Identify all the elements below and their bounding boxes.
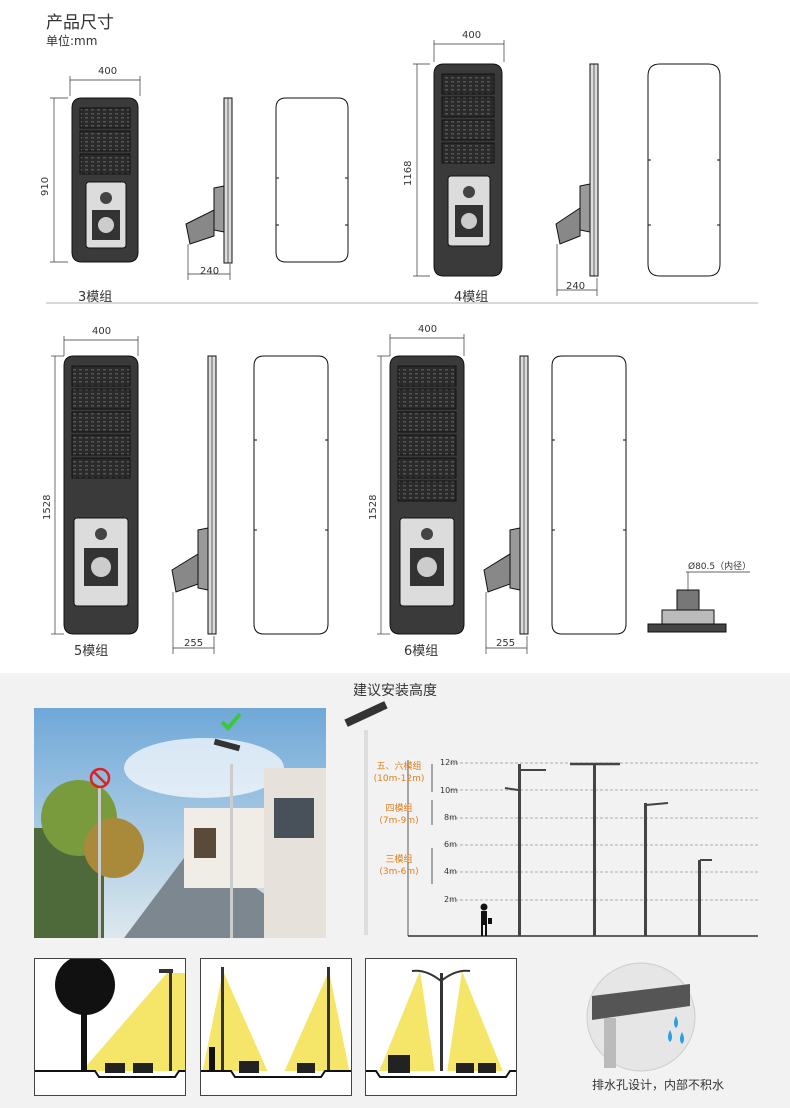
page-title: 产品尺寸 (46, 13, 114, 33)
height-label-5: 1528 (42, 494, 53, 520)
road-scene-center (365, 958, 517, 1096)
front-view-3 (50, 76, 141, 263)
side-view-6 (483, 355, 529, 654)
height-tick-10: 10m (440, 786, 458, 795)
height-label-6: 1528 (368, 494, 379, 520)
height-tick-4: 4m (444, 867, 457, 876)
height-label-3: 910 (40, 176, 51, 196)
dimension-drawings (46, 40, 758, 654)
width-label-4: 400 (462, 30, 482, 41)
road-scene-double (200, 958, 352, 1096)
depth-label-5: 255 (184, 638, 204, 649)
street-scene-photo (34, 708, 326, 938)
group-range-56: (10m-12m) (373, 774, 425, 784)
check-icon (220, 712, 242, 731)
model-label-3: 3模组 (78, 290, 113, 305)
height-tick-12: 12m (440, 758, 458, 767)
back-view-6 (551, 355, 627, 635)
mount-diameter-label: Ø80.5（内径） (688, 562, 752, 572)
depth-label-4: 240 (566, 281, 586, 292)
model-label-5: 5模组 (74, 644, 109, 659)
drain-detail (586, 962, 696, 1072)
group-name-56: 五、六模组 (376, 762, 422, 772)
mount-detail (647, 571, 750, 633)
width-label-3: 400 (98, 66, 118, 77)
depth-label-3: 240 (200, 266, 220, 277)
unit-label: 单位:mm (46, 34, 98, 48)
prohibit-icon (89, 767, 111, 789)
front-view-4 (413, 40, 505, 277)
back-view-4 (647, 63, 721, 277)
side-view-3 (185, 97, 233, 280)
group-range-3: (3m-6m) (379, 867, 419, 877)
group-name-3: 三模组 (385, 855, 413, 865)
back-view-3 (275, 97, 349, 263)
drain-caption: 排水孔设计，内部不积水 (591, 1078, 724, 1092)
height-label-4: 1168 (403, 160, 414, 186)
water-drop-icon (674, 1016, 678, 1028)
height-tick-2: 2m (444, 895, 457, 904)
height-tick-6: 6m (444, 840, 457, 849)
side-view-5 (171, 355, 217, 654)
height-tick-8: 8m (444, 813, 457, 822)
side-view-4 (555, 63, 599, 296)
road-scene-single (34, 958, 186, 1096)
back-view-5 (253, 355, 329, 635)
model-label-4: 4模组 (454, 290, 489, 305)
install-height-chart (344, 701, 758, 937)
group-name-4: 四模组 (385, 804, 413, 814)
width-label-6: 400 (418, 324, 438, 335)
depth-label-6: 255 (496, 638, 516, 649)
front-view-6 (377, 334, 465, 635)
model-label-6: 6模组 (404, 644, 439, 659)
install-title: 建议安装高度 (353, 683, 437, 699)
group-range-4: (7m-9m) (379, 816, 419, 826)
width-label-5: 400 (92, 326, 112, 337)
front-view-5 (51, 336, 139, 635)
